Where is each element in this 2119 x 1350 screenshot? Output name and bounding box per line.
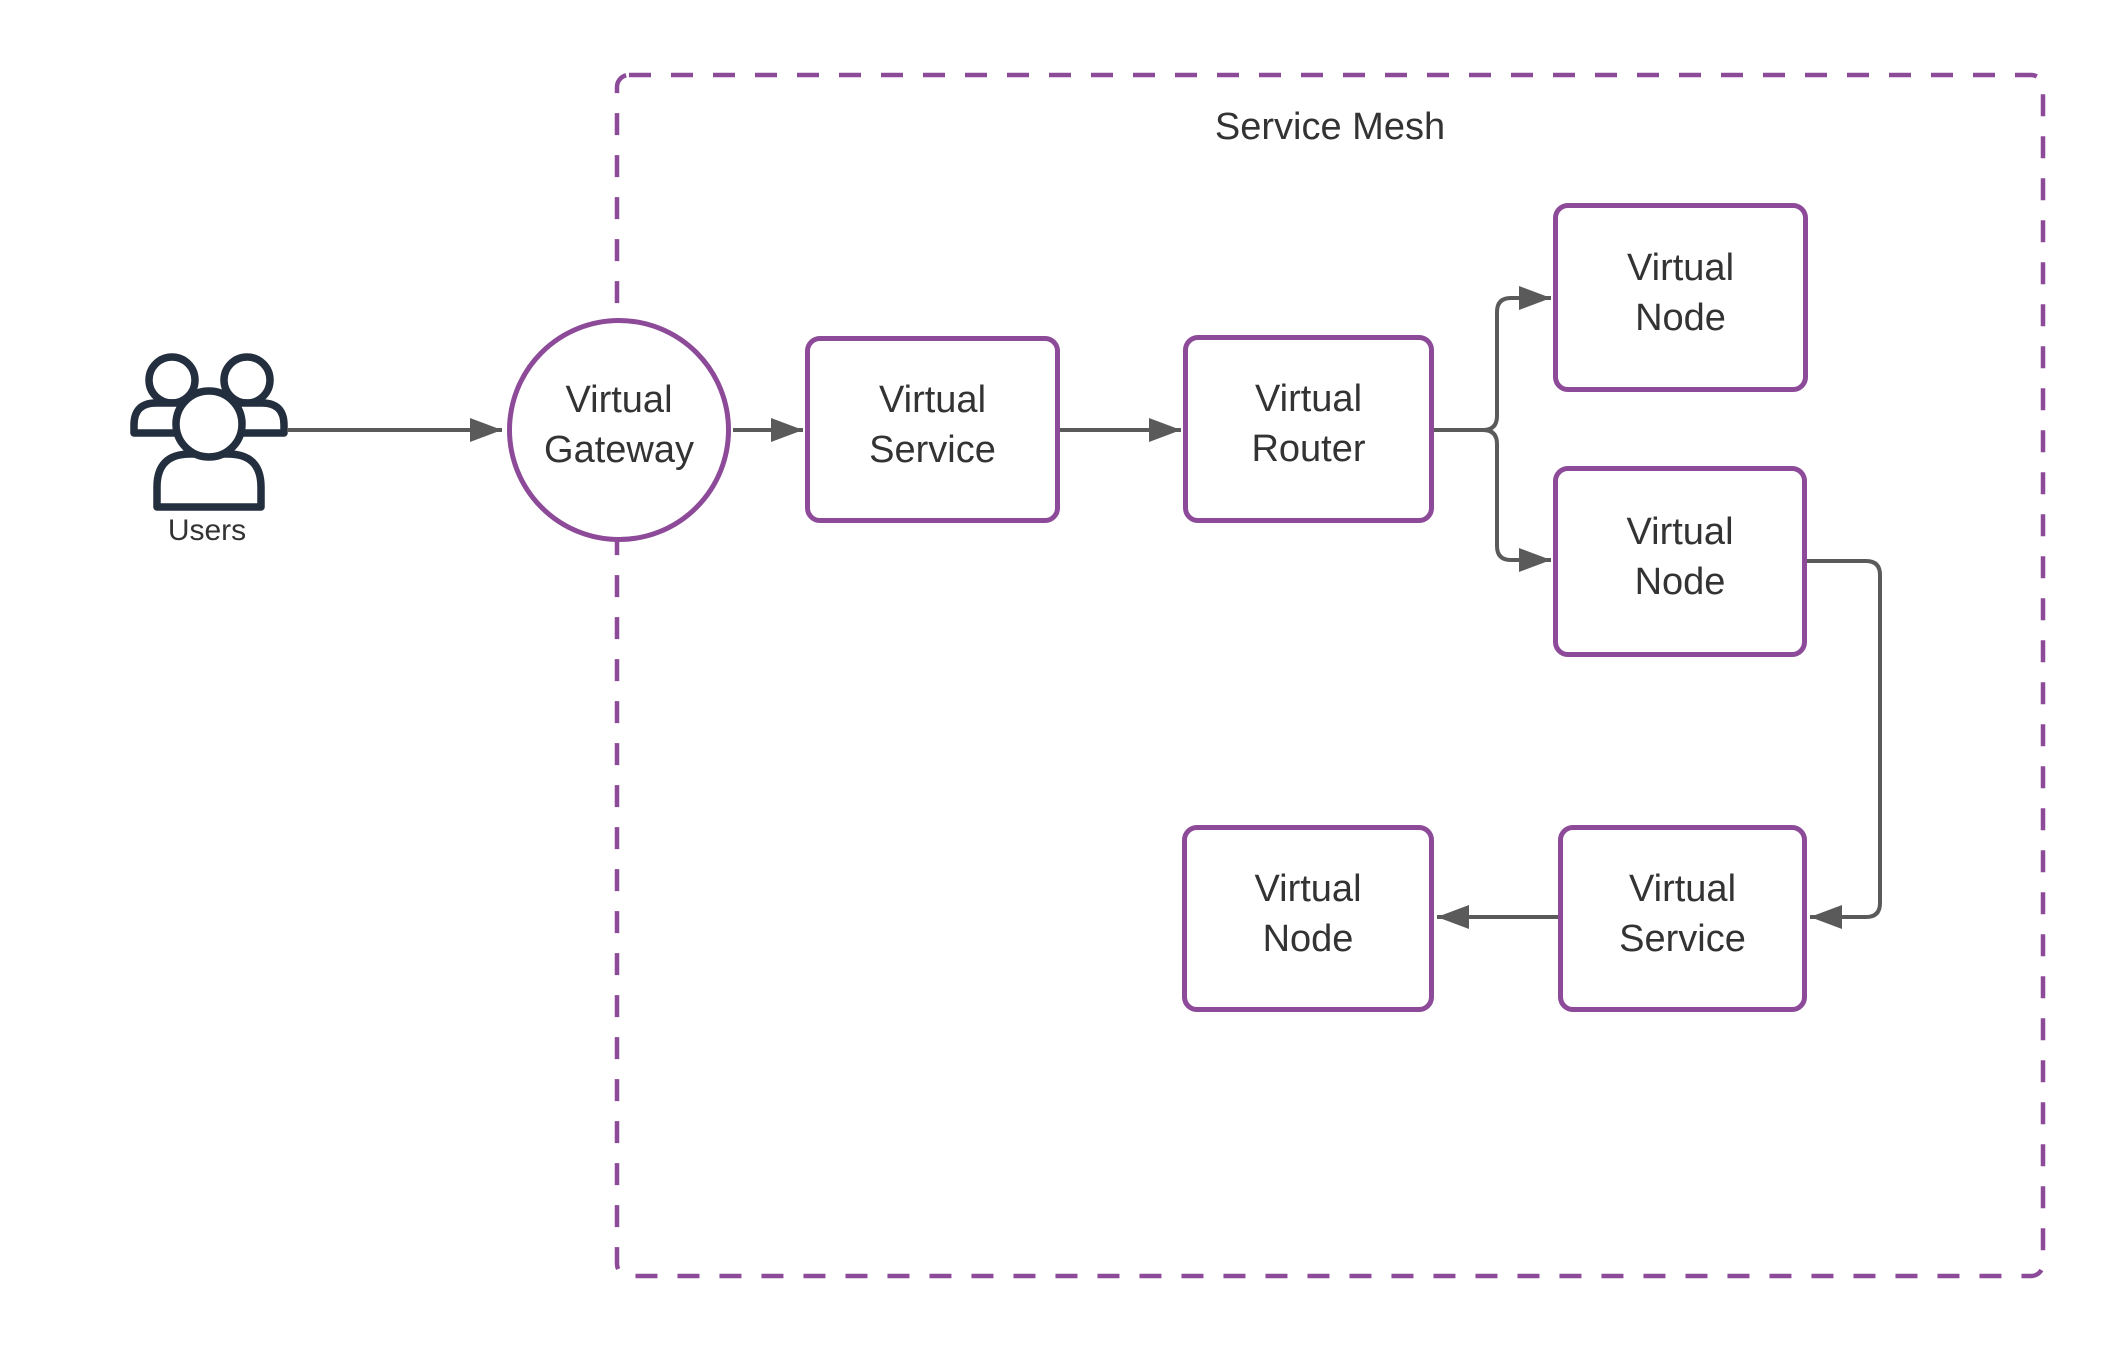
node-virtual-node-middle: Virtual Node	[1553, 466, 1807, 657]
node-virtual-node-top: Virtual Node	[1553, 203, 1808, 392]
users-group-icon	[130, 353, 288, 511]
node-virtual-node-bottom: Virtual Node	[1182, 825, 1434, 1012]
service-mesh-title: Service Mesh	[1214, 106, 1446, 148]
node-virtual-service-2: Virtual Service	[1558, 825, 1807, 1012]
node-virtual-gateway: Virtual Gateway	[507, 318, 731, 542]
connector-router-to-node-top	[1482, 286, 1551, 432]
node-virtual-router: Virtual Router	[1183, 335, 1434, 523]
node-virtual-service-1: Virtual Service	[805, 336, 1060, 523]
users-label: Users	[167, 514, 247, 547]
service-mesh-boundary	[614, 72, 2046, 1279]
connector-node-middle-to-service2	[1807, 559, 1882, 929]
connector-router-to-node-middle	[1482, 428, 1551, 572]
